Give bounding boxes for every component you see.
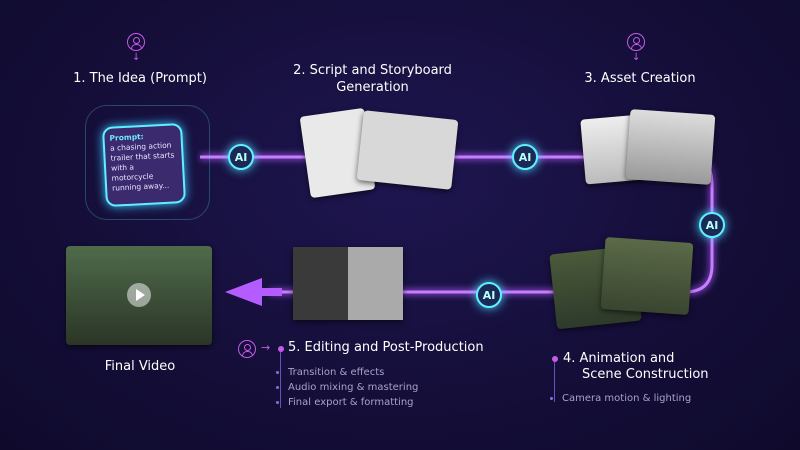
bullet-item: Camera motion & lighting: [548, 391, 691, 406]
play-icon: [136, 289, 145, 301]
prompt-text: a chasing action trailer that starts wit…: [109, 140, 175, 193]
ai-badge: AI: [699, 212, 725, 238]
prompt-card: Prompt: a chasing action trailer that st…: [101, 122, 187, 208]
user-icon: [627, 33, 645, 51]
arrow-down-icon: ↓: [132, 52, 141, 63]
arrow-head-icon: [225, 278, 262, 306]
final-video-title: Final Video: [104, 359, 176, 374]
arrow-down-icon: ↓: [632, 52, 641, 63]
timeline-line: [280, 352, 281, 408]
scene-image-2: [600, 237, 694, 315]
bullet-dot: [552, 356, 558, 362]
bullet-item: Final export & formatting: [274, 395, 418, 410]
step-4-title: 4. Animation and Scene Construction: [563, 351, 709, 383]
user-icon: [238, 340, 256, 358]
final-video-thumbnail[interactable]: [66, 246, 212, 345]
car-render-image: [625, 109, 716, 185]
step-4-title-line1: 4. Animation and: [563, 351, 675, 366]
arrow-right-icon: →: [261, 341, 271, 354]
ai-badge: AI: [512, 144, 538, 170]
play-button[interactable]: [127, 283, 151, 307]
step-1-title: 1. The Idea (Prompt): [73, 71, 207, 86]
bullet-item: Transition & effects: [274, 365, 418, 380]
editing-before-after-image: [293, 247, 403, 320]
ai-badge: AI: [476, 282, 502, 308]
editing-bullets: Transition & effects Audio mixing & mast…: [274, 365, 418, 410]
ai-badge: AI: [228, 144, 254, 170]
prompt-glow: [85, 105, 210, 220]
step-4-title-line2: Scene Construction: [582, 367, 709, 382]
step-2-title: 2. Script and Storyboard Generation: [293, 63, 452, 95]
storyboard-image: [356, 110, 459, 190]
bullet-item: Audio mixing & mastering: [274, 380, 418, 395]
step-3-title: 3. Asset Creation: [584, 71, 696, 86]
step-5-title: 5. Editing and Post-Production: [288, 340, 484, 355]
animation-bullets: Camera motion & lighting: [548, 391, 691, 406]
timeline-line: [554, 362, 555, 402]
bullet-dot: [278, 346, 284, 352]
user-icon: [127, 33, 145, 51]
